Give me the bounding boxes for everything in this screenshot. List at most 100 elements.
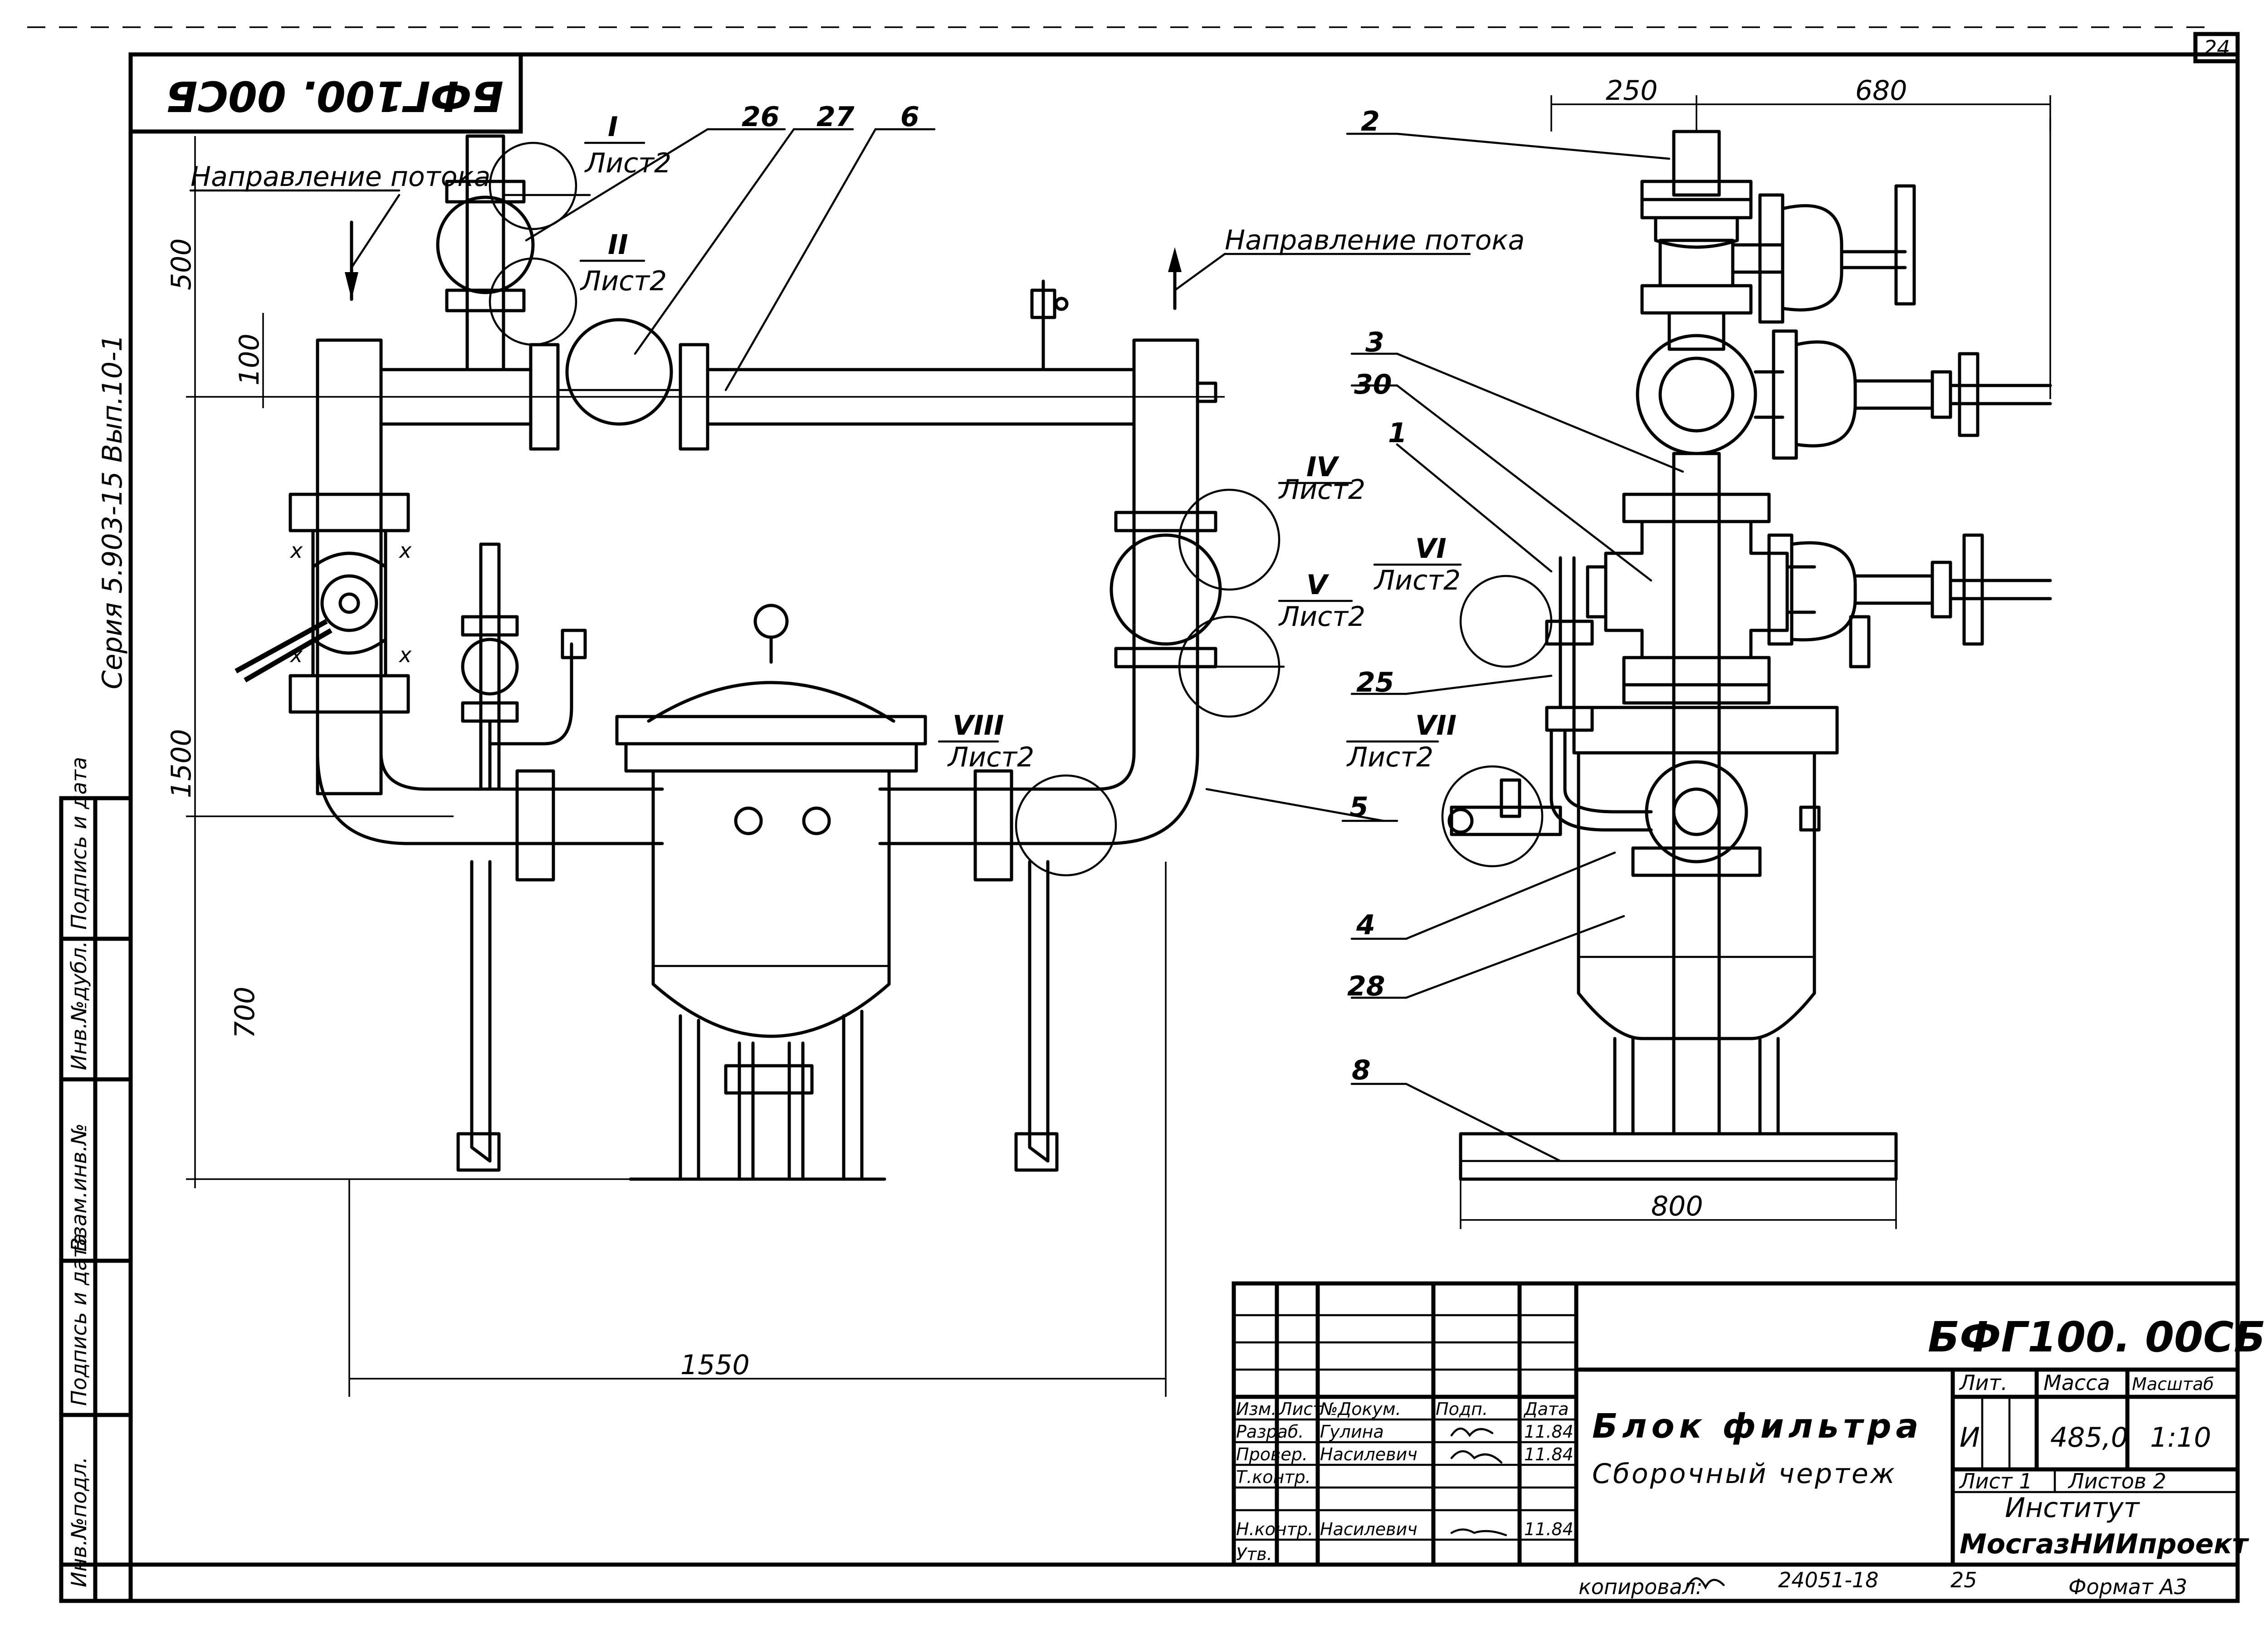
signature-3 (1450, 1528, 1507, 1536)
front-view: Направление потока Направление потока (166, 101, 1525, 1397)
row-name-4: Насилевич (1320, 1519, 1418, 1539)
strip-label-5: Подпись и дата (67, 757, 91, 930)
row-date-2: 11.84 (1524, 1444, 1574, 1464)
row-date-1: 11.84 (1524, 1422, 1574, 1442)
flow-label-out: Направление потока (1225, 224, 1525, 256)
callout-27: 27 (816, 101, 855, 133)
detail-I: I (608, 111, 618, 143)
series-note: Серия 5.903-15 Вып.10-1 (97, 334, 128, 689)
sheets-label: Листов 2 (2068, 1469, 2166, 1493)
left-valve-assembly: x x x x (235, 493, 412, 714)
dim-250: 250 (1606, 75, 1658, 107)
callout-4: 4 (1356, 909, 1375, 941)
instrument-line (461, 542, 587, 791)
lit-label: Лит. (1959, 1371, 2008, 1395)
title-block (1232, 1281, 2240, 1567)
row-role-1: Разраб. (1236, 1422, 1304, 1442)
row-role-3: Т.контр. (1236, 1467, 1311, 1487)
detail-V: V (1306, 569, 1330, 601)
top-header-pipe (316, 279, 1217, 795)
title-name: Блок фильтра (1592, 1407, 1923, 1446)
flow-label-in: Направление потока (191, 161, 490, 193)
row-date-4: 11.84 (1524, 1519, 1574, 1539)
detail-VIII: VIII (953, 710, 1004, 741)
footer-copied: копировал: (1579, 1575, 1702, 1599)
org-line-2: МосгазНИИпроект (1960, 1528, 2249, 1560)
callout-2: 2 (1361, 106, 1380, 137)
callout-1: 1 (1388, 417, 1407, 449)
footer: копировал: 24051-18 25 Формат А3 (1579, 1568, 2187, 1599)
svg-text:x: x (289, 538, 303, 563)
strip-label-1: Инв.№подл. (67, 1457, 91, 1587)
row-name-2: Насилевич (1320, 1444, 1418, 1464)
callout-26: 26 (742, 101, 780, 133)
dim-500: 500 (166, 238, 197, 290)
title-subname: Сборочный чертеж (1592, 1458, 1897, 1490)
detail-VII: VII (1415, 710, 1457, 741)
signature-table: Изм. Лист №Докум. Подп. Дата Разраб. Гул… (1236, 1399, 1574, 1564)
archive-strip: Подпись и дата Инв.№дубл. Взам.инв.№ Под… (59, 757, 133, 1603)
svg-text:x: x (398, 538, 412, 563)
scale-value: 1:10 (2150, 1422, 2211, 1454)
strip-label-3: Взам.инв.№ (67, 1123, 91, 1252)
callout-6: 6 (900, 101, 919, 133)
flow-arrow-out (1168, 247, 1226, 310)
callout-3: 3 (1365, 327, 1384, 358)
front-dimensions (186, 136, 1225, 1397)
detail-IV: IV (1306, 451, 1339, 483)
callout-25: 25 (1356, 667, 1394, 698)
dim-1550: 1550 (680, 1349, 750, 1381)
mass-value: 485,0 (2050, 1422, 2128, 1454)
row-role-5: Утв. (1236, 1544, 1272, 1564)
row-name-1: Гулина (1320, 1422, 1384, 1442)
callout-30: 30 (1354, 369, 1392, 400)
lit-value: И (1960, 1422, 1980, 1454)
pipe-supports (456, 860, 1059, 1172)
row-role-2: Провер. (1236, 1444, 1308, 1464)
front-callout-leaders (525, 128, 1398, 822)
dim-700: 700 (229, 986, 261, 1039)
detail-I-sheet: Лист2 (584, 147, 671, 179)
org-line-1: Институт (2005, 1492, 2141, 1524)
detail-V-sheet: Лист2 (1278, 601, 1365, 633)
mass-label: Масса (2043, 1371, 2110, 1395)
detail-II: II (608, 229, 628, 261)
strip-label-4: Инв.№дубл. (67, 941, 91, 1070)
scale-label: Масштаб (2132, 1374, 2214, 1394)
detail-VI-sheet: Лист2 (1374, 565, 1461, 596)
front-detail-labels: I Лист2 II Лист2 IV Лист2 V Лист2 VIII Л… (579, 111, 1365, 773)
dim-1500: 1500 (166, 729, 197, 798)
footer-page: 25 (1950, 1568, 1977, 1592)
strip-label-2: Подпись и дата (67, 1233, 91, 1406)
copier-signature (1686, 1577, 1725, 1590)
dim-680: 680 (1855, 75, 1907, 107)
bottom-manifold (316, 665, 1199, 882)
footer-format: Формат А3 (2068, 1575, 2187, 1599)
svg-text:x: x (289, 643, 303, 667)
hdr-date: Дата (1523, 1399, 1569, 1419)
detail-II-sheet: Лист2 (580, 265, 667, 297)
footer-number: 24051-18 (1778, 1568, 1878, 1592)
sheet-label: Лист 1 (1959, 1469, 2032, 1493)
hdr-izm: Изм. (1236, 1399, 1276, 1419)
hdr-sign: Подп. (1436, 1399, 1488, 1419)
detail-VIII-sheet: Лист2 (947, 741, 1034, 773)
callout-8: 8 (1352, 1054, 1371, 1086)
stamp-code-rotated: БФГ100. 00СБ (166, 72, 503, 120)
signature-1 (1450, 1427, 1494, 1437)
detail-IV-sheet: Лист2 (1278, 474, 1365, 506)
callout-5: 5 (1349, 791, 1369, 823)
filter-vessel (615, 604, 927, 1181)
side-view: 250 680 800 2 3 30 1 25 4 28 8 (1346, 75, 2052, 1229)
side-callout-leaders (1346, 132, 1684, 1162)
sheet-number: 24 (2204, 36, 2230, 60)
flow-arrow-in (345, 194, 401, 301)
dim-100: 100 (234, 333, 265, 385)
detail-VI: VI (1415, 533, 1447, 565)
row-role-4: Н.контр. (1236, 1519, 1313, 1539)
inlet-vertical-branch (436, 134, 591, 371)
hdr-list: Лист (1278, 1399, 1324, 1419)
dim-800: 800 (1651, 1190, 1703, 1222)
